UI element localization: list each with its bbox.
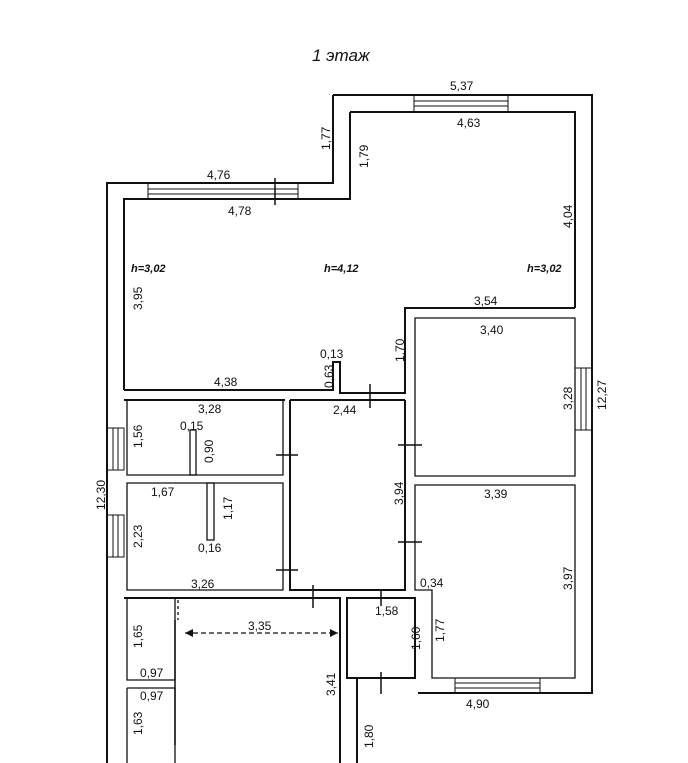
window-left-1 [106, 427, 125, 471]
dim-notch-wall-inner: 1,79 [357, 144, 371, 168]
dim-left-room2-height: 2,23 [131, 524, 145, 548]
dim-stub2-width: 0,16 [198, 541, 222, 555]
dim-room-r2-width: 3,39 [484, 487, 508, 501]
dim-notch-wall-outer: 1,77 [319, 126, 333, 150]
dim-room-r1-height: 3,28 [561, 386, 575, 410]
height-center: h=4,12 [324, 263, 359, 275]
dim-left-total: 12,30 [94, 480, 108, 510]
dim-post-width: 0,13 [320, 347, 344, 361]
dim-top-outer: 5,37 [450, 79, 474, 93]
dim-bottom-left-2: 0,97 [140, 666, 164, 680]
dim-step-height: 1,70 [393, 338, 407, 362]
dim-left-room1-width: 3,28 [198, 402, 222, 416]
dim-left-room1-height: 1,56 [131, 424, 145, 448]
dim-small-room-height: 1,60 [409, 626, 423, 650]
dim-bottom-left-4: 1,63 [131, 711, 145, 735]
window-left-top [147, 178, 299, 205]
dim-right-upper: 4,04 [561, 204, 575, 228]
dim-left-room2-bottom: 3,26 [191, 577, 215, 591]
window-right [574, 367, 593, 431]
vertical-dimension-labels: 1,77 1,79 4,04 3,95 0,63 1,70 3,28 12,27… [94, 126, 609, 748]
door-marks [174, 384, 422, 745]
dim-small-side: 1,77 [433, 618, 447, 642]
dim-top-inner: 4,63 [457, 116, 481, 130]
dim-stub2-height: 1,17 [221, 496, 235, 520]
height-right: h=3,02 [527, 263, 562, 275]
dim-bottom-mid-height: 3,41 [324, 672, 338, 696]
window-top [413, 94, 509, 113]
dim-corridor-width: 2,44 [333, 403, 357, 417]
interior-walls [124, 307, 576, 763]
span-arrow [185, 629, 338, 637]
dim-small-room-width: 1,58 [375, 604, 399, 618]
dim-hall-bottom: 4,38 [214, 375, 238, 389]
dimension-labels: 5,37 4,63 4,76 4,78 3,54 4,38 0,13 3,40 … [140, 79, 508, 711]
dim-bottom-left-1: 1,65 [131, 624, 145, 648]
dim-bottom-left-3: 0,97 [140, 689, 164, 703]
dim-bottom-stair: 1,80 [362, 724, 376, 748]
dim-stub-width: 0,15 [180, 419, 204, 433]
dim-room-r1-width: 3,40 [480, 323, 504, 337]
dim-left-room2-width: 1,67 [151, 485, 175, 499]
dim-corridor-height: 3,94 [392, 481, 406, 505]
dim-left-hall: 3,95 [131, 286, 145, 310]
height-left: h=3,02 [131, 263, 166, 275]
dim-room-r2-height: 3,97 [561, 566, 575, 590]
dim-left-top-outer: 4,76 [207, 168, 231, 182]
dim-right-total: 12,27 [595, 380, 609, 410]
window-bottom [454, 677, 541, 694]
dim-bottom-window: 4,90 [466, 697, 490, 711]
dim-stub-height: 0,90 [202, 439, 216, 463]
dim-bottom-span: 3,35 [248, 619, 272, 633]
dim-left-top-inner: 4,78 [228, 204, 252, 218]
floor-title: 1 этаж [312, 46, 371, 65]
dim-offset: 0,34 [420, 576, 444, 590]
dim-post-height: 0,63 [322, 364, 336, 388]
window-left-2 [106, 514, 125, 558]
dim-mid-step: 3,54 [474, 294, 498, 308]
